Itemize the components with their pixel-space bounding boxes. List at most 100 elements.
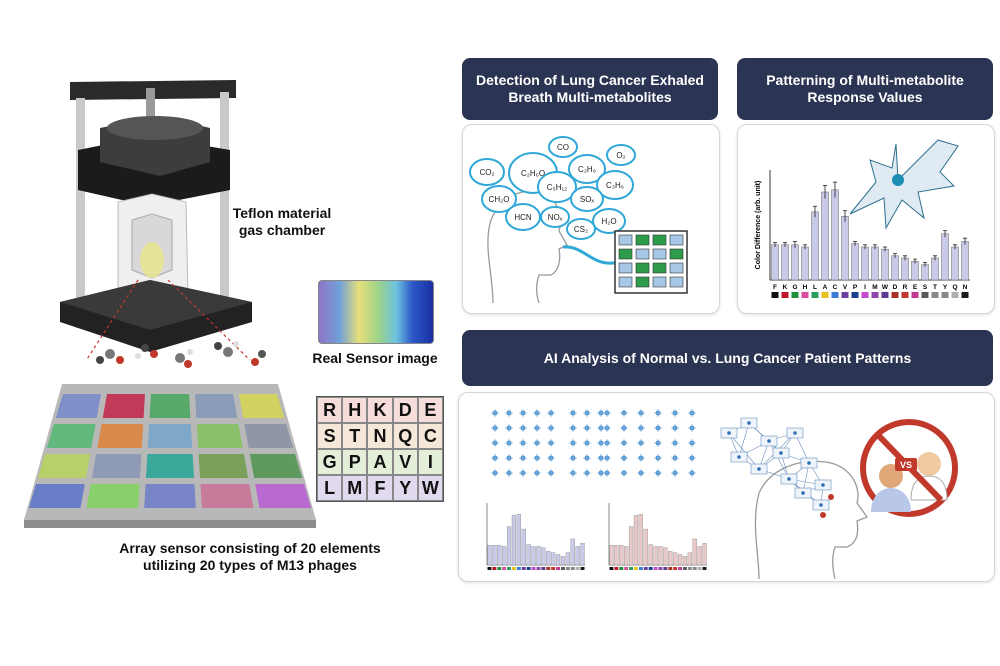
color-swatch [791, 292, 799, 298]
color-swatch [871, 292, 879, 298]
mini-bar [555, 554, 561, 566]
color-swatch [881, 292, 889, 298]
mini-swatch [502, 567, 507, 570]
molecule-label: C₃H₆ [606, 181, 624, 190]
grid-cell: F [367, 475, 393, 501]
pattern-thumbnails [491, 409, 696, 477]
mini-swatch [546, 567, 551, 570]
mini-swatch [492, 567, 497, 570]
sensor-element [196, 424, 243, 448]
tick-label: M [872, 284, 877, 291]
mini-swatch [561, 567, 565, 570]
mini-bar [643, 528, 648, 566]
grid-sensor-cell [669, 234, 684, 246]
tick-label: D [893, 284, 898, 291]
mini-bar [511, 515, 517, 566]
grid-cell: V [392, 449, 418, 475]
mini-swatch [697, 567, 702, 570]
tick-label: I [864, 284, 866, 291]
mini-bar [531, 546, 536, 566]
tick-label: A [823, 284, 828, 291]
sensor-element [198, 454, 249, 478]
grid-sensor-cell [635, 262, 650, 274]
mini-bar [541, 547, 546, 566]
mini-swatch [497, 567, 502, 570]
mini-bar [497, 545, 502, 566]
mini-swatch [614, 567, 619, 570]
bar-L [811, 211, 819, 281]
tick-label: R [903, 284, 908, 291]
y-axis-label: Color Difference (arb. unit) [755, 181, 762, 270]
amino-acid-grid: R H K D E S T N Q C G P A V I L M F Y W [316, 396, 444, 502]
color-swatch [851, 292, 859, 298]
mini-swatch [570, 567, 575, 570]
bar-T [931, 257, 939, 281]
mini-swatch [683, 567, 687, 570]
grid-cell: R [317, 397, 343, 423]
grid-sensor-cell [618, 262, 633, 274]
grid-sensor-cell [669, 276, 684, 288]
color-swatch [931, 292, 939, 298]
grid-cell: L [317, 475, 343, 501]
mini-swatch [536, 567, 541, 570]
ai-analysis-header: AI Analysis of Normal vs. Lung Cancer Pa… [462, 330, 993, 386]
sensor-element [37, 454, 91, 478]
molecule-bubble [606, 144, 636, 166]
sensor-element [145, 454, 195, 478]
molecule-bubble [481, 185, 517, 213]
sensor-element [102, 394, 145, 418]
color-swatch [961, 292, 969, 298]
grid-sensor-cell [652, 262, 667, 274]
mini-swatch [575, 567, 580, 570]
molecule-label: CS₂ [574, 225, 588, 234]
mini-swatch [531, 567, 536, 570]
sensor-element [239, 394, 285, 418]
tick-label: K [783, 284, 788, 291]
molecule-bubble [568, 154, 606, 184]
grid-cell: M [342, 475, 368, 501]
molecule-label: CO [557, 143, 569, 152]
mini-bar [628, 526, 634, 566]
grid-sensor-cell [618, 234, 633, 246]
molecule-bubble [469, 158, 505, 186]
bar-M [871, 246, 879, 281]
bar-D [891, 255, 899, 281]
mini-bar [663, 547, 668, 566]
mini-bar [521, 528, 526, 566]
mini-bar [624, 546, 629, 566]
molecule-label: C₅H₁₂ [547, 183, 568, 192]
mini-swatch [541, 567, 546, 570]
mini-swatch [648, 567, 653, 570]
mini-swatch [678, 567, 682, 570]
color-swatch [901, 292, 909, 298]
bar-E [911, 261, 919, 281]
bar-K [781, 244, 789, 281]
tick-label: Q [952, 284, 957, 291]
tick-label: Y [943, 284, 948, 291]
mini-bar [702, 543, 707, 566]
mini-bar [682, 556, 688, 566]
bar-V [841, 215, 849, 281]
molecule-label: H₂O [601, 217, 616, 226]
mini-swatch [673, 567, 678, 570]
mini-bar [692, 538, 697, 566]
grid-cell: P [342, 449, 368, 475]
molecule-bubble [548, 136, 578, 158]
grid-sensor-cell [652, 248, 667, 260]
array-caption: Array sensor consisting of 20 elements u… [119, 540, 381, 573]
molecule-bubble [537, 171, 577, 203]
bar-P [851, 243, 859, 281]
tick-label: L [813, 284, 817, 291]
mini-bar [638, 514, 643, 566]
molecule-label: CH₂O [489, 195, 510, 204]
mini-bar [609, 545, 614, 566]
sensor-element [91, 454, 142, 478]
sensor-element [86, 484, 140, 508]
grid-sensor-cell [635, 276, 650, 288]
radar-pattern [849, 139, 959, 230]
sensor-grid-icon [614, 230, 688, 294]
mini-swatch [668, 567, 673, 570]
bar-Y [941, 233, 949, 281]
mini-bar [633, 515, 639, 566]
